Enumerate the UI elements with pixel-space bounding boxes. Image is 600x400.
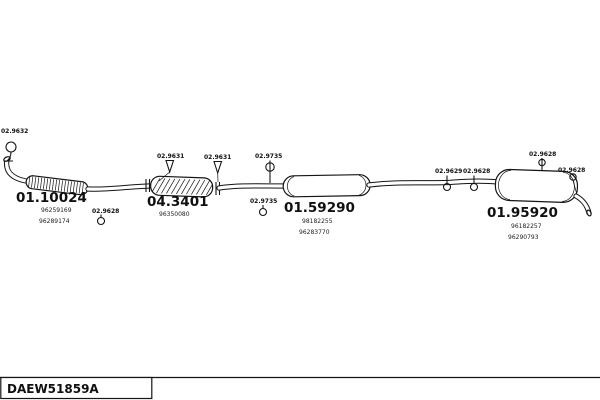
hanger-icon-rear-pipe-1	[442, 175, 452, 192]
part-ref-rear-muffler-2: 96290793	[508, 234, 539, 241]
hanger-icon-rear-muffler	[538, 158, 546, 170]
hanger-icon-tail	[569, 173, 577, 194]
hanger-icon-mid-bottom	[258, 205, 268, 217]
rear-muffler	[494, 168, 579, 203]
fitting-label-cat-clamp-right: 02.9631	[204, 154, 231, 161]
part-ref-catalyst-1: 96350080	[159, 211, 190, 218]
catalytic-converter	[145, 175, 221, 198]
middle-muffler	[282, 174, 371, 198]
footer-title-block: DAEW51859A	[0, 376, 600, 400]
hanger-icon-mid-top	[265, 160, 275, 183]
hanger-icon-front	[3, 141, 17, 162]
fitting-label-mid-hanger-bottom: 02.9735	[250, 198, 277, 205]
front-pipe	[3, 156, 29, 184]
pipe-flex-to-catalyst	[85, 183, 152, 192]
hanger-icon-rear-pipe-2	[469, 175, 479, 192]
part-ref-middle-muffler-1: 98182255	[302, 218, 333, 225]
fitting-label-cat-clamp-left: 02.9631	[157, 153, 184, 160]
pipe-middle-to-rear-muffler	[366, 178, 501, 188]
fitting-label-tail-hanger: 02.9628	[558, 167, 585, 174]
clamp-icon-catalyst-left	[158, 159, 175, 182]
tail-pipe	[573, 193, 592, 217]
part-code-catalyst: 04.3401	[147, 194, 209, 210]
part-ref-front-pipe-1: 96259169	[41, 207, 72, 214]
pipe-catalyst-to-middle-muffler	[216, 183, 286, 191]
fitting-label-rear-muffler-hanger: 02.9628	[529, 151, 556, 158]
fitting-label-front-pipe-mount: 02.9628	[92, 208, 119, 215]
fitting-label-rear-pipe-hanger-1: 02.9629	[435, 168, 462, 175]
part-code-middle-muffler: 01.59290	[284, 200, 355, 216]
fitting-label-front-hanger: 02.9632	[1, 128, 28, 135]
part-code-front-pipe: 01.10024	[16, 190, 87, 206]
clamp-icon-catalyst-right	[213, 160, 223, 183]
part-ref-middle-muffler-2: 96283770	[299, 229, 330, 236]
part-ref-rear-muffler-1: 96182257	[511, 223, 542, 230]
part-ref-front-pipe-2: 96289174	[39, 218, 70, 225]
part-code-rear-muffler: 01.95920	[487, 205, 558, 221]
drawing-code: DAEW51859A	[7, 382, 99, 396]
mount-icon-front-pipe	[96, 214, 106, 226]
fitting-label-rear-pipe-hanger-2: 02.9628	[463, 168, 490, 175]
fitting-label-mid-hanger-top: 02.9735	[255, 153, 282, 160]
